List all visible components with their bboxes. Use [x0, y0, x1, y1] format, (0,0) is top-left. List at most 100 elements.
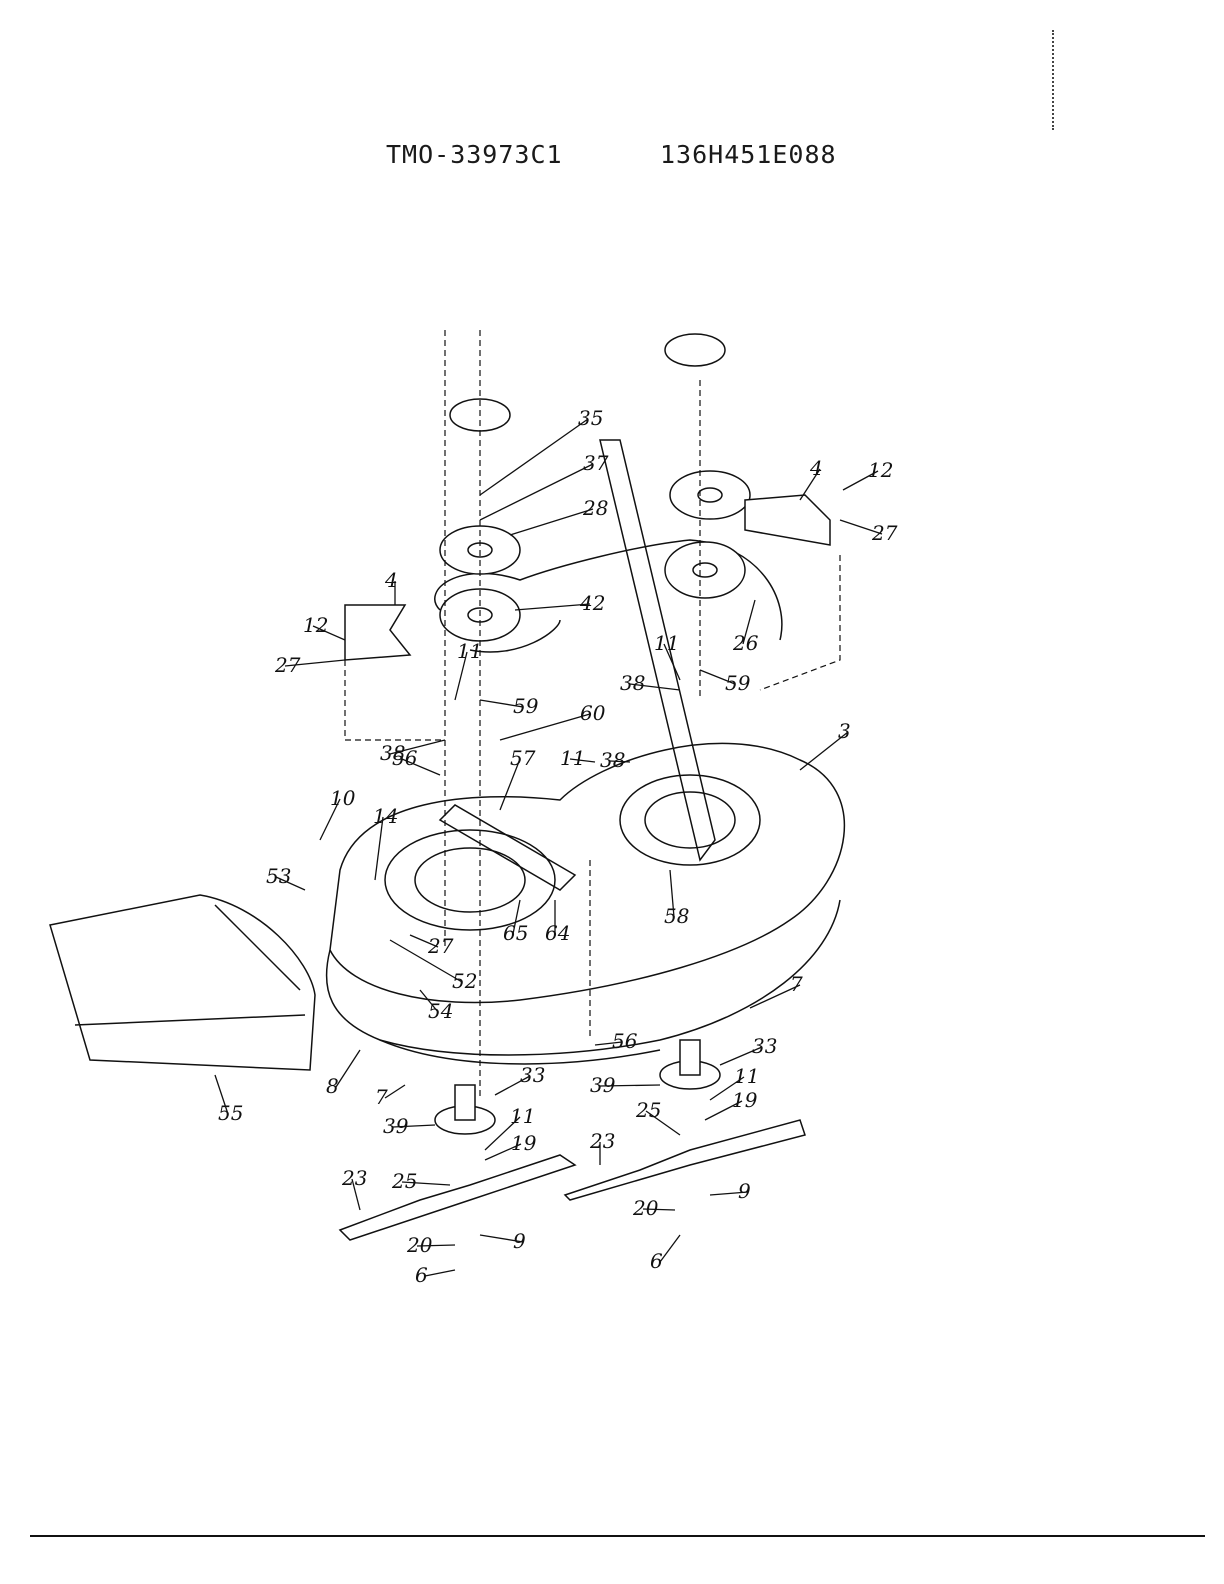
callout-leader: [709, 1191, 749, 1196]
bracket-icon: [344, 604, 412, 661]
callout-label: 6: [415, 1263, 428, 1287]
callout-label: 8: [326, 1074, 339, 1098]
callout-label: 10: [330, 786, 356, 810]
callout-leader: [569, 758, 596, 763]
callout-leader: [719, 1046, 763, 1066]
callout-leader: [599, 1084, 661, 1087]
callout-leader: [659, 1234, 681, 1263]
callout-leader: [704, 1100, 743, 1121]
callout-leader: [799, 731, 849, 771]
model-number: TMO-33973C1: [386, 140, 563, 169]
callout-leader: [479, 418, 589, 496]
callout-label: 3: [838, 719, 851, 743]
callout-label: 19: [732, 1088, 758, 1112]
callout-leader: [484, 1116, 521, 1151]
callout-leader: [389, 739, 446, 755]
callout-leader: [799, 468, 821, 501]
callout-label: 23: [341, 1166, 367, 1190]
callout-label: 52: [452, 969, 477, 993]
callout-label: 59: [725, 671, 751, 695]
callout-leader: [479, 1234, 524, 1243]
callout-leader: [351, 1178, 361, 1211]
belt-icon: [434, 539, 783, 653]
callout-label: 4: [384, 568, 398, 592]
callout-leader: [709, 1076, 745, 1101]
callout-leader: [424, 1269, 456, 1277]
callout-label: 42: [579, 591, 605, 615]
callout-leader: [419, 989, 439, 1013]
callout-label: 35: [578, 406, 603, 430]
callout-leader: [842, 470, 879, 491]
callout-label: 38: [600, 748, 625, 772]
callout-label: 59: [513, 694, 539, 718]
callout-label: 11: [457, 639, 482, 663]
callout-label: 39: [383, 1114, 409, 1138]
callout-label: 38: [620, 671, 645, 695]
callout-label: 11: [560, 746, 585, 770]
callout-leader: [642, 1208, 676, 1211]
callout-leader: [839, 519, 883, 535]
part-number: 136H451E088: [660, 140, 837, 169]
callout-leader: [669, 869, 675, 918]
callout-label: 11: [510, 1104, 535, 1128]
callout-label: 25: [391, 1169, 417, 1193]
callout-leader: [284, 659, 346, 667]
callout-label: 54: [428, 999, 453, 1023]
discharge-chute-icon: [49, 894, 316, 1071]
blade-icon: [338, 1119, 806, 1241]
callout-label: 56: [392, 746, 418, 770]
callout-leader: [499, 758, 521, 811]
callout-label: 53: [266, 864, 291, 888]
callout-leader: [742, 599, 756, 645]
mower-deck-icon: [325, 439, 846, 1065]
callout-leader: [214, 1074, 229, 1115]
callout-label: 55: [218, 1101, 243, 1125]
callout-leader: [392, 1124, 436, 1128]
callout-label: 20: [632, 1196, 659, 1220]
callout-label: 28: [582, 496, 608, 520]
callout-label: 33: [520, 1063, 545, 1087]
callout-label: 23: [589, 1129, 615, 1153]
callout-label: 19: [511, 1131, 537, 1155]
callout-leader: [514, 603, 591, 611]
callout-leader: [416, 1244, 456, 1247]
callout-label: 39: [590, 1073, 616, 1097]
callout-leader: [374, 816, 384, 881]
callout-leader: [499, 713, 591, 741]
callout-label: 60: [580, 701, 606, 725]
callout-label: 65: [503, 921, 528, 945]
callout-label: 26: [732, 631, 759, 655]
callout-leader: [594, 1041, 623, 1046]
callout-leader: [401, 1181, 451, 1186]
callout-label: 37: [583, 451, 609, 475]
callout-leader: [275, 876, 306, 891]
callout-label: 25: [635, 1098, 661, 1122]
callout-leader: [663, 643, 681, 681]
callout-label: 7: [790, 972, 803, 996]
callout-leader: [401, 758, 441, 776]
callout-label: 27: [427, 934, 454, 958]
callout-label: 20: [406, 1233, 433, 1257]
callout-label: 27: [274, 653, 301, 677]
callout-label: 6: [650, 1249, 663, 1273]
callout-label: 56: [612, 1029, 638, 1053]
callout-label: 27: [871, 521, 898, 545]
callout-leader: [319, 798, 341, 841]
callout-label: 11: [654, 631, 679, 655]
callout-label: 57: [510, 746, 536, 770]
spindle-icon: [434, 1039, 721, 1135]
bracket-icon: [744, 494, 831, 546]
callout-label: 11: [734, 1064, 759, 1088]
callout-label: 12: [868, 458, 893, 482]
callout-leader: [645, 1110, 681, 1136]
callout-leader: [454, 651, 468, 701]
callout-label: 64: [545, 921, 570, 945]
footer-rule: [30, 1535, 1205, 1537]
callout-label: 14: [373, 804, 398, 828]
callout-leader: [609, 760, 631, 763]
callout-leader: [509, 508, 594, 536]
callout-leader: [629, 683, 681, 691]
